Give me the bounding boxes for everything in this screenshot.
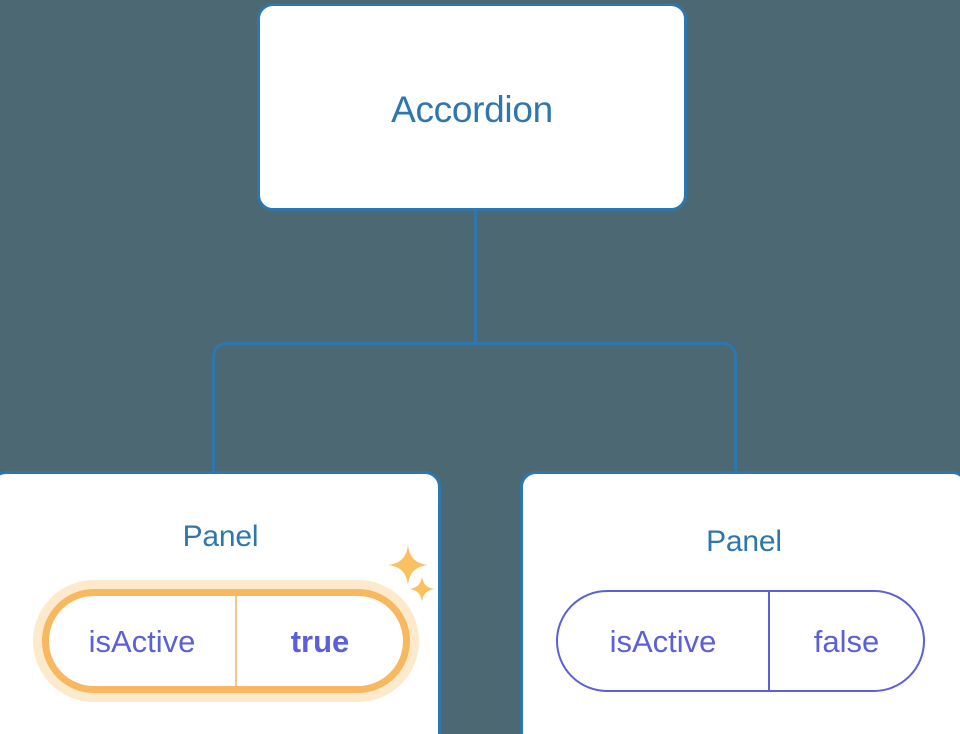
node-panel-active-title: Panel bbox=[182, 520, 259, 553]
prop-pill-isactive-false[interactable]: isActive false bbox=[556, 590, 925, 692]
prop-pill-isactive-true[interactable]: isActive true bbox=[42, 589, 410, 693]
node-panel-inactive-title: Panel bbox=[706, 525, 782, 558]
prop-value-label: false bbox=[813, 623, 880, 659]
prop-key-label: isActive bbox=[49, 596, 237, 686]
connector-branch-left bbox=[212, 342, 476, 472]
node-accordion-title: Accordion bbox=[391, 89, 553, 130]
node-accordion[interactable]: Accordion bbox=[257, 3, 687, 211]
prop-value-label: true bbox=[290, 623, 350, 659]
connector-branch-right bbox=[475, 342, 737, 472]
prop-key-label: isActive bbox=[558, 592, 770, 690]
